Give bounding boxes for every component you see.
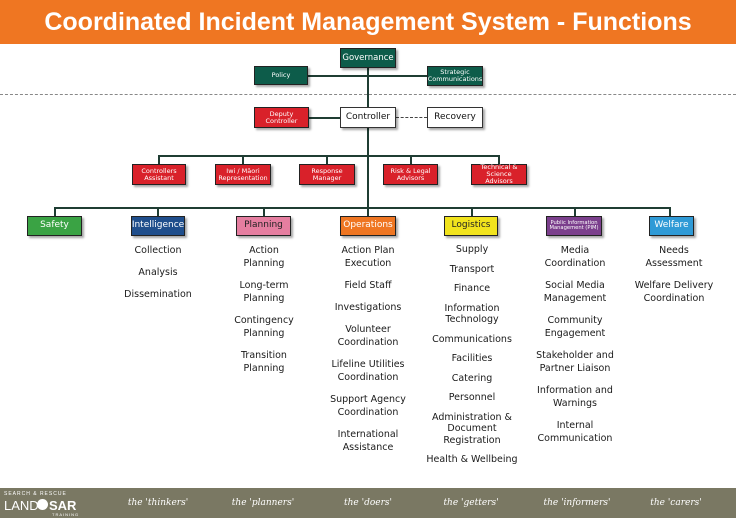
tag-planners: the 'planners'	[231, 498, 295, 508]
task-item: Field Staff	[344, 280, 392, 291]
task-item: Long-term Planning	[239, 280, 289, 304]
connector-line	[158, 155, 160, 164]
logo-bottom-text: TRAINING	[52, 512, 80, 517]
task-item: Welfare Delivery Coordination	[634, 280, 714, 304]
logo-land-text: LAND	[4, 498, 39, 513]
task-item: Lifeline Utilities Coordination	[331, 359, 405, 383]
tag-thinkers: the 'thinkers'	[127, 498, 189, 508]
tag-informers: the 'informers'	[543, 498, 611, 508]
welfare-box: Welfare	[649, 216, 694, 236]
task-item: Stakeholder and Partner Liaison	[536, 350, 614, 374]
task-item: Facilities	[451, 353, 493, 364]
controllers-assistant-box: Controllers Assistant	[132, 164, 186, 185]
task-item: Needs Assessment	[645, 245, 703, 269]
task-item: Community Engagement	[544, 315, 606, 339]
safety-box: Safety	[27, 216, 82, 236]
task-item: Collection	[134, 245, 182, 256]
controller-box: Controller	[340, 107, 396, 128]
task-item: Information and Warnings	[537, 385, 613, 409]
task-item: Action Plan Execution	[341, 245, 395, 269]
welfare-tasks: Needs Assessment Welfare Delivery Coordi…	[630, 244, 718, 314]
task-item: Personnel	[448, 392, 496, 403]
recovery-box: Recovery	[427, 107, 483, 128]
intelligence-tasks: Collection Analysis Dissemination	[113, 244, 203, 310]
task-item: Transition Planning	[241, 350, 287, 374]
task-item: Analysis	[138, 267, 178, 278]
connector-line	[574, 207, 576, 216]
connector-line	[367, 207, 369, 216]
task-item: Dissemination	[124, 289, 192, 300]
task-item: Internal Communication	[537, 420, 613, 444]
logistics-tasks: Supply Transport Finance Information Tec…	[425, 244, 519, 466]
planning-box: Planning	[236, 216, 291, 236]
operations-box: Operations	[340, 216, 396, 236]
connector-line	[471, 207, 473, 216]
connector-line	[158, 155, 500, 157]
task-item: Investigations	[334, 302, 402, 313]
task-item: Media Coordination	[544, 245, 606, 269]
task-item: Action Planning	[243, 245, 285, 269]
task-item: Health & Wellbeing	[426, 454, 518, 465]
task-item: Information Technology	[444, 302, 500, 326]
connector-line	[242, 155, 244, 164]
connector-line	[157, 207, 159, 216]
intelligence-box: Intelligence	[131, 216, 185, 236]
task-item: Transport	[449, 263, 495, 275]
connector-line	[410, 155, 412, 164]
iwi-maori-representation-box: Iwi / Māori Representation	[215, 164, 271, 185]
pim-tasks: Media Coordination Social Media Manageme…	[530, 244, 620, 454]
footer-bar: SEARCH & RESCUE LAND SAR TRAINING	[0, 488, 736, 518]
task-item: Catering	[451, 372, 493, 384]
public-information-management-box: Public Information Management (PIM)	[546, 216, 602, 236]
strategic-communications-box: Strategic Communications	[427, 66, 483, 86]
operations-tasks: Action Plan Execution Field Staff Invest…	[328, 244, 408, 463]
compass-icon	[37, 499, 48, 510]
tag-doers: the 'doers'	[344, 498, 392, 508]
task-item: Volunteer Coordination	[337, 324, 399, 348]
task-item: Finance	[453, 283, 491, 294]
tag-carers: the 'carers'	[650, 498, 702, 508]
connector-line	[396, 117, 427, 119]
connector-line	[367, 68, 369, 208]
connector-line	[498, 155, 500, 164]
connector-line	[326, 155, 328, 164]
connector-line	[305, 75, 427, 77]
task-item: Administration & Document Registration	[432, 411, 512, 446]
connector-line	[54, 207, 56, 216]
logo-top-text: SEARCH & RESCUE	[4, 491, 67, 497]
governance-box: Governance	[340, 48, 396, 68]
task-item: Support Agency Coordination	[330, 394, 406, 418]
tag-getters: the 'getters'	[443, 498, 499, 508]
logistics-box: Logistics	[444, 216, 498, 236]
task-item: Communications	[432, 333, 512, 345]
risk-legal-advisors-box: Risk & Legal Advisors	[383, 164, 438, 185]
connector-line	[309, 117, 341, 119]
page-title: Coordinated Incident Management System -…	[0, 0, 736, 44]
task-item: Contingency Planning	[234, 315, 294, 339]
landsar-logo: SEARCH & RESCUE LAND SAR TRAINING	[4, 491, 104, 517]
logo-sar-text: SAR	[49, 498, 77, 513]
connector-line	[263, 207, 265, 216]
connector-line	[669, 207, 671, 216]
task-item: Social Media Management	[543, 280, 607, 304]
task-item: Supply	[455, 244, 489, 255]
policy-box: Policy	[254, 66, 308, 85]
connector-line	[54, 207, 671, 209]
task-item: International Assistance	[337, 429, 399, 453]
technical-science-advisors-box: Technical & Science Advisors	[471, 164, 527, 185]
response-manager-box: Response Manager	[299, 164, 355, 185]
planning-tasks: Action Planning Long-term Planning Conti…	[229, 244, 299, 384]
deputy-controller-box: Deputy Controller	[254, 107, 309, 128]
